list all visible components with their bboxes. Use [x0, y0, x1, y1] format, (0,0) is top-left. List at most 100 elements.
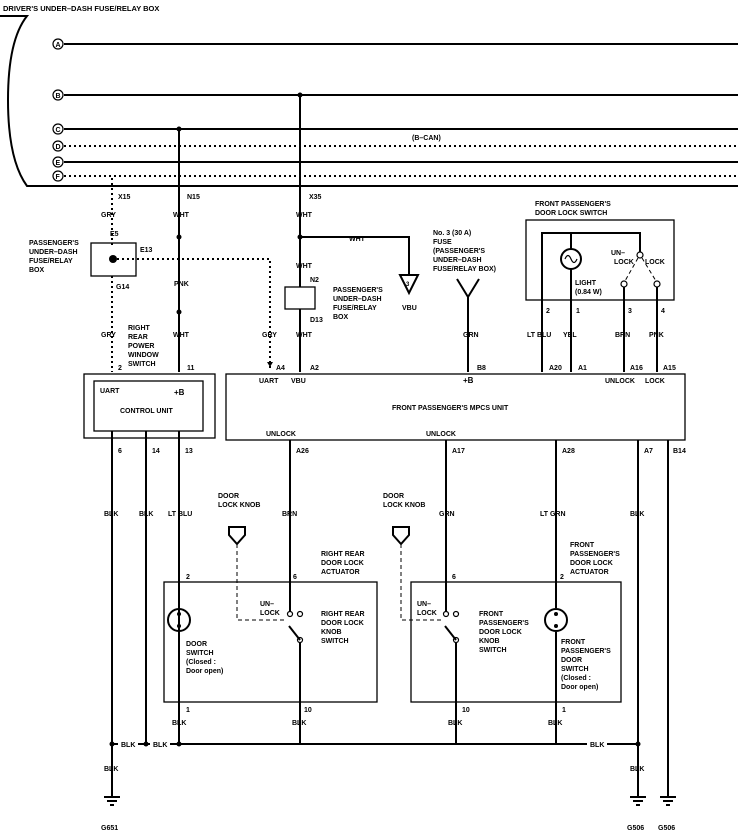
svg-text:RIGHT: RIGHT — [128, 325, 151, 332]
lock-switch-label: FRONT PASSENGER'S DOOR LOCK SWITCH — [535, 201, 611, 217]
svg-text:DOOR: DOOR — [186, 641, 207, 648]
switch-blade-lock — [641, 257, 657, 282]
bcan-label: (B–CAN) — [412, 135, 441, 142]
svg-text:DOOR: DOOR — [561, 657, 582, 664]
fuse-triangle — [456, 278, 480, 299]
switch-blade-unlock — [624, 257, 639, 282]
wire-label-blk-12: BLK — [630, 766, 644, 773]
wire-label-blk-8: BLK — [121, 742, 135, 749]
svg-text:ACTUATOR: ACTUATOR — [570, 569, 609, 576]
svg-text:KNOB: KNOB — [479, 638, 500, 645]
wire-label-grn-1: GRN — [463, 332, 479, 339]
ground-dot-2 — [143, 741, 149, 747]
svg-text:FRONT: FRONT — [570, 542, 595, 549]
lock-switch-unlock-label: UN– LOCK — [611, 250, 634, 266]
conn-cu-6: 6 — [118, 448, 122, 455]
fp-knob-contact2 — [452, 610, 460, 618]
svg-text:DOOR LOCK: DOOR LOCK — [570, 560, 613, 567]
conn-a28: A28 — [562, 448, 575, 455]
switch-contact-leads — [623, 287, 658, 300]
rr-door-switch-label: DOOR SWITCH (Closed : Door open) — [186, 641, 223, 675]
svg-text:PASSENGER'S: PASSENGER'S — [29, 240, 79, 247]
conn-a15: A15 — [663, 365, 676, 372]
conn-a2: A2 — [310, 365, 319, 372]
switch-pivot — [636, 251, 644, 259]
wire-gry-x15 — [64, 175, 113, 248]
diagram-title: DRIVER'S UNDER–DASH FUSE/RELAY BOX — [3, 4, 159, 13]
wire-label-wht-4: WHT — [349, 236, 366, 243]
rr-switch-label: RIGHT REAR POWER WINDOW SWITCH — [128, 325, 159, 368]
fuse-box-outline — [0, 15, 738, 187]
svg-text:FUSE: FUSE — [433, 239, 452, 246]
rr-knob-contact1 — [286, 610, 294, 618]
svg-text:DOOR: DOOR — [218, 493, 239, 500]
knob-left-label: DOOR LOCK KNOB — [218, 493, 260, 509]
pass-fuse-box-1 — [90, 242, 137, 277]
svg-text:LOCK: LOCK — [260, 610, 280, 617]
conn-fd-6: 6 — [452, 574, 456, 581]
ground-dot-3 — [176, 741, 182, 747]
svg-text:REAR: REAR — [128, 334, 148, 341]
vbu-label: VBU — [402, 305, 417, 312]
mpcs-vbu: VBU — [291, 378, 306, 385]
fp-actuator-box — [410, 581, 622, 703]
conn-sw-4: 4 — [661, 308, 665, 315]
svg-text:WINDOW: WINDOW — [128, 352, 159, 359]
svg-text:PASSENGER'S: PASSENGER'S — [333, 287, 383, 294]
svg-text:(Closed :: (Closed : — [186, 659, 216, 666]
control-unit-box — [93, 380, 204, 432]
conn-a7: A7 — [644, 448, 653, 455]
svg-text:FUSE/RELAY BOX): FUSE/RELAY BOX) — [433, 266, 496, 273]
rr-door-switch-pin2 — [177, 624, 181, 628]
ground-g651: G651 — [101, 825, 118, 832]
svg-text:FUSE/RELAY: FUSE/RELAY — [333, 305, 377, 312]
svg-text:LOCK KNOB: LOCK KNOB — [383, 502, 425, 509]
conn-rd-10: 10 — [304, 707, 312, 714]
svg-text:UNDER–DASH: UNDER–DASH — [333, 296, 382, 303]
svg-text:UNDER–DASH: UNDER–DASH — [433, 257, 482, 264]
svg-text:FUSE/RELAY: FUSE/RELAY — [29, 258, 73, 265]
rr-knob-pivot — [296, 636, 304, 644]
svg-text:PASSENGER'S: PASSENGER'S — [561, 648, 611, 655]
wire-label-blk-10: BLK — [590, 742, 604, 749]
svg-text:KNOB: KNOB — [321, 629, 342, 636]
rr-actuator-box — [163, 581, 378, 703]
wire-label-ltblu-2: LT BLU — [168, 511, 192, 518]
conn-a1: A1 — [578, 365, 587, 372]
fp-actuator-label: FRONT PASSENGER'S DOOR LOCK ACTUATOR — [570, 542, 620, 576]
ground-symbol-g506a — [630, 796, 646, 806]
pass-box-node — [109, 255, 117, 263]
conn-a4: A4 — [276, 365, 285, 372]
fp-knob-pivot — [452, 636, 460, 644]
svg-text:DOOR LOCK: DOOR LOCK — [321, 620, 364, 627]
svg-text:SWITCH: SWITCH — [128, 361, 156, 368]
rr-door-switch-pin1 — [177, 612, 181, 616]
conn-cu-14: 14 — [152, 448, 160, 455]
svg-text:UN–: UN– — [611, 250, 625, 257]
lock-switch-lock-label: LOCK — [645, 259, 665, 266]
svg-text:SWITCH: SWITCH — [321, 638, 349, 645]
bus-letter-d: D — [56, 144, 61, 151]
conn-sw-3: 3 — [628, 308, 632, 315]
wire-label-blk-7: BLK — [548, 720, 562, 727]
conn-e5: E5 — [110, 231, 119, 238]
svg-text:LOCK: LOCK — [417, 610, 437, 617]
wire-label-gry-2: GRY — [101, 332, 116, 339]
lock-switch-common — [541, 232, 641, 300]
svg-text:FRONT PASSENGER'S: FRONT PASSENGER'S — [535, 201, 611, 208]
wire-label-blk-4: BLK — [172, 720, 186, 727]
conn-d13: D13 — [310, 317, 323, 324]
mpcs-uart: UART — [259, 378, 279, 385]
wire-gry-e13 — [117, 258, 271, 368]
knob-right — [392, 526, 410, 546]
svg-text:LIGHT: LIGHT — [575, 280, 597, 287]
svg-text:UNDER–DASH: UNDER–DASH — [29, 249, 78, 256]
conn-cu-13: 13 — [185, 448, 193, 455]
switch-contact-unlock — [620, 280, 628, 288]
mpcs-unlock-pin: UNLOCK — [605, 378, 635, 385]
conn-x15: X15 — [118, 194, 131, 201]
wire-label-wht-3: WHT — [296, 212, 313, 219]
a4-arrow — [267, 362, 273, 367]
ground-g506-b: G506 — [658, 825, 675, 832]
conn-a17: A17 — [452, 448, 465, 455]
